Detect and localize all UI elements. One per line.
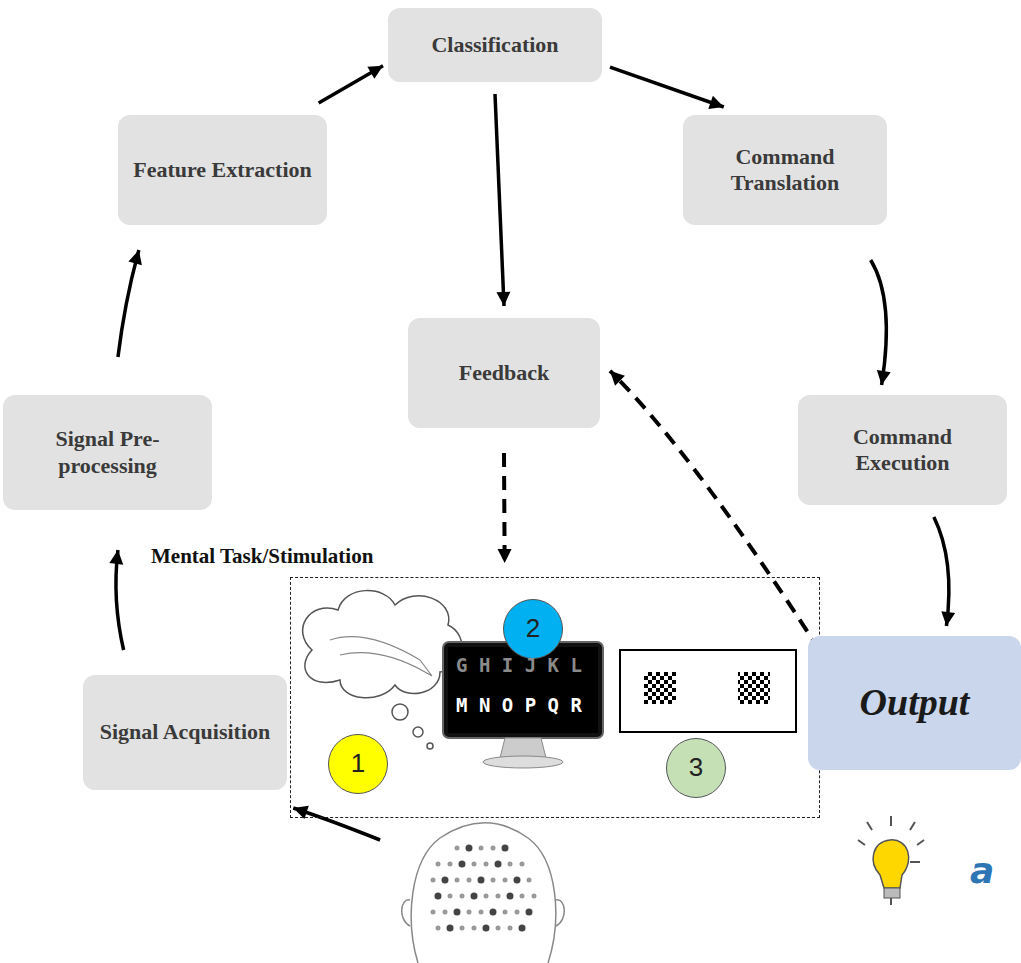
box-label: Command Translation bbox=[683, 144, 887, 197]
process-box: Classification bbox=[388, 8, 602, 82]
feedback-arrow bbox=[498, 453, 512, 563]
box-label: Output bbox=[860, 680, 970, 726]
box-label: Classification bbox=[421, 32, 568, 58]
flow-arrow bbox=[871, 260, 891, 385]
callout-number: 1 bbox=[351, 748, 365, 779]
flow-arrow bbox=[610, 67, 724, 109]
monitor-row: M N O P Q R bbox=[456, 694, 582, 716]
eeg-head bbox=[402, 823, 565, 963]
process-box: Output bbox=[808, 636, 1021, 770]
flow-arrow bbox=[934, 517, 955, 626]
flow-arrow bbox=[495, 94, 510, 306]
monitor-row: G H I J K L bbox=[456, 654, 582, 676]
box-label: Feedback bbox=[449, 360, 559, 386]
region-heading: Mental Task/Stimulation bbox=[151, 544, 373, 569]
process-box: Command Translation bbox=[683, 115, 887, 225]
flow-arrow bbox=[109, 550, 123, 650]
box-label: Feature Extraction bbox=[123, 157, 322, 183]
callout-circle: 2 bbox=[503, 599, 563, 659]
callout-circle: 1 bbox=[328, 734, 388, 794]
box-label: Command Execution bbox=[798, 424, 1007, 477]
box-label: Signal Pre-processing bbox=[3, 426, 212, 479]
process-box: Feedback bbox=[408, 318, 600, 428]
output-letter: a bbox=[970, 850, 994, 891]
process-box: Feature Extraction bbox=[118, 115, 327, 225]
callout-number: 3 bbox=[689, 752, 703, 783]
box-label: Signal Acquisition bbox=[90, 719, 281, 745]
monitor bbox=[443, 642, 603, 768]
thought-cloud bbox=[303, 591, 462, 749]
process-box: Signal Acquisition bbox=[83, 675, 288, 790]
process-box: Signal Pre-processing bbox=[3, 395, 212, 510]
flow-arrow bbox=[118, 250, 142, 357]
callout-number: 2 bbox=[526, 613, 540, 644]
process-box: Command Execution bbox=[798, 395, 1007, 505]
flow-arrow bbox=[319, 66, 383, 103]
ssvep-stimuli bbox=[620, 650, 796, 732]
light-bulb bbox=[858, 816, 924, 905]
callout-circle: 3 bbox=[666, 738, 726, 798]
flow-arrow bbox=[293, 806, 380, 840]
